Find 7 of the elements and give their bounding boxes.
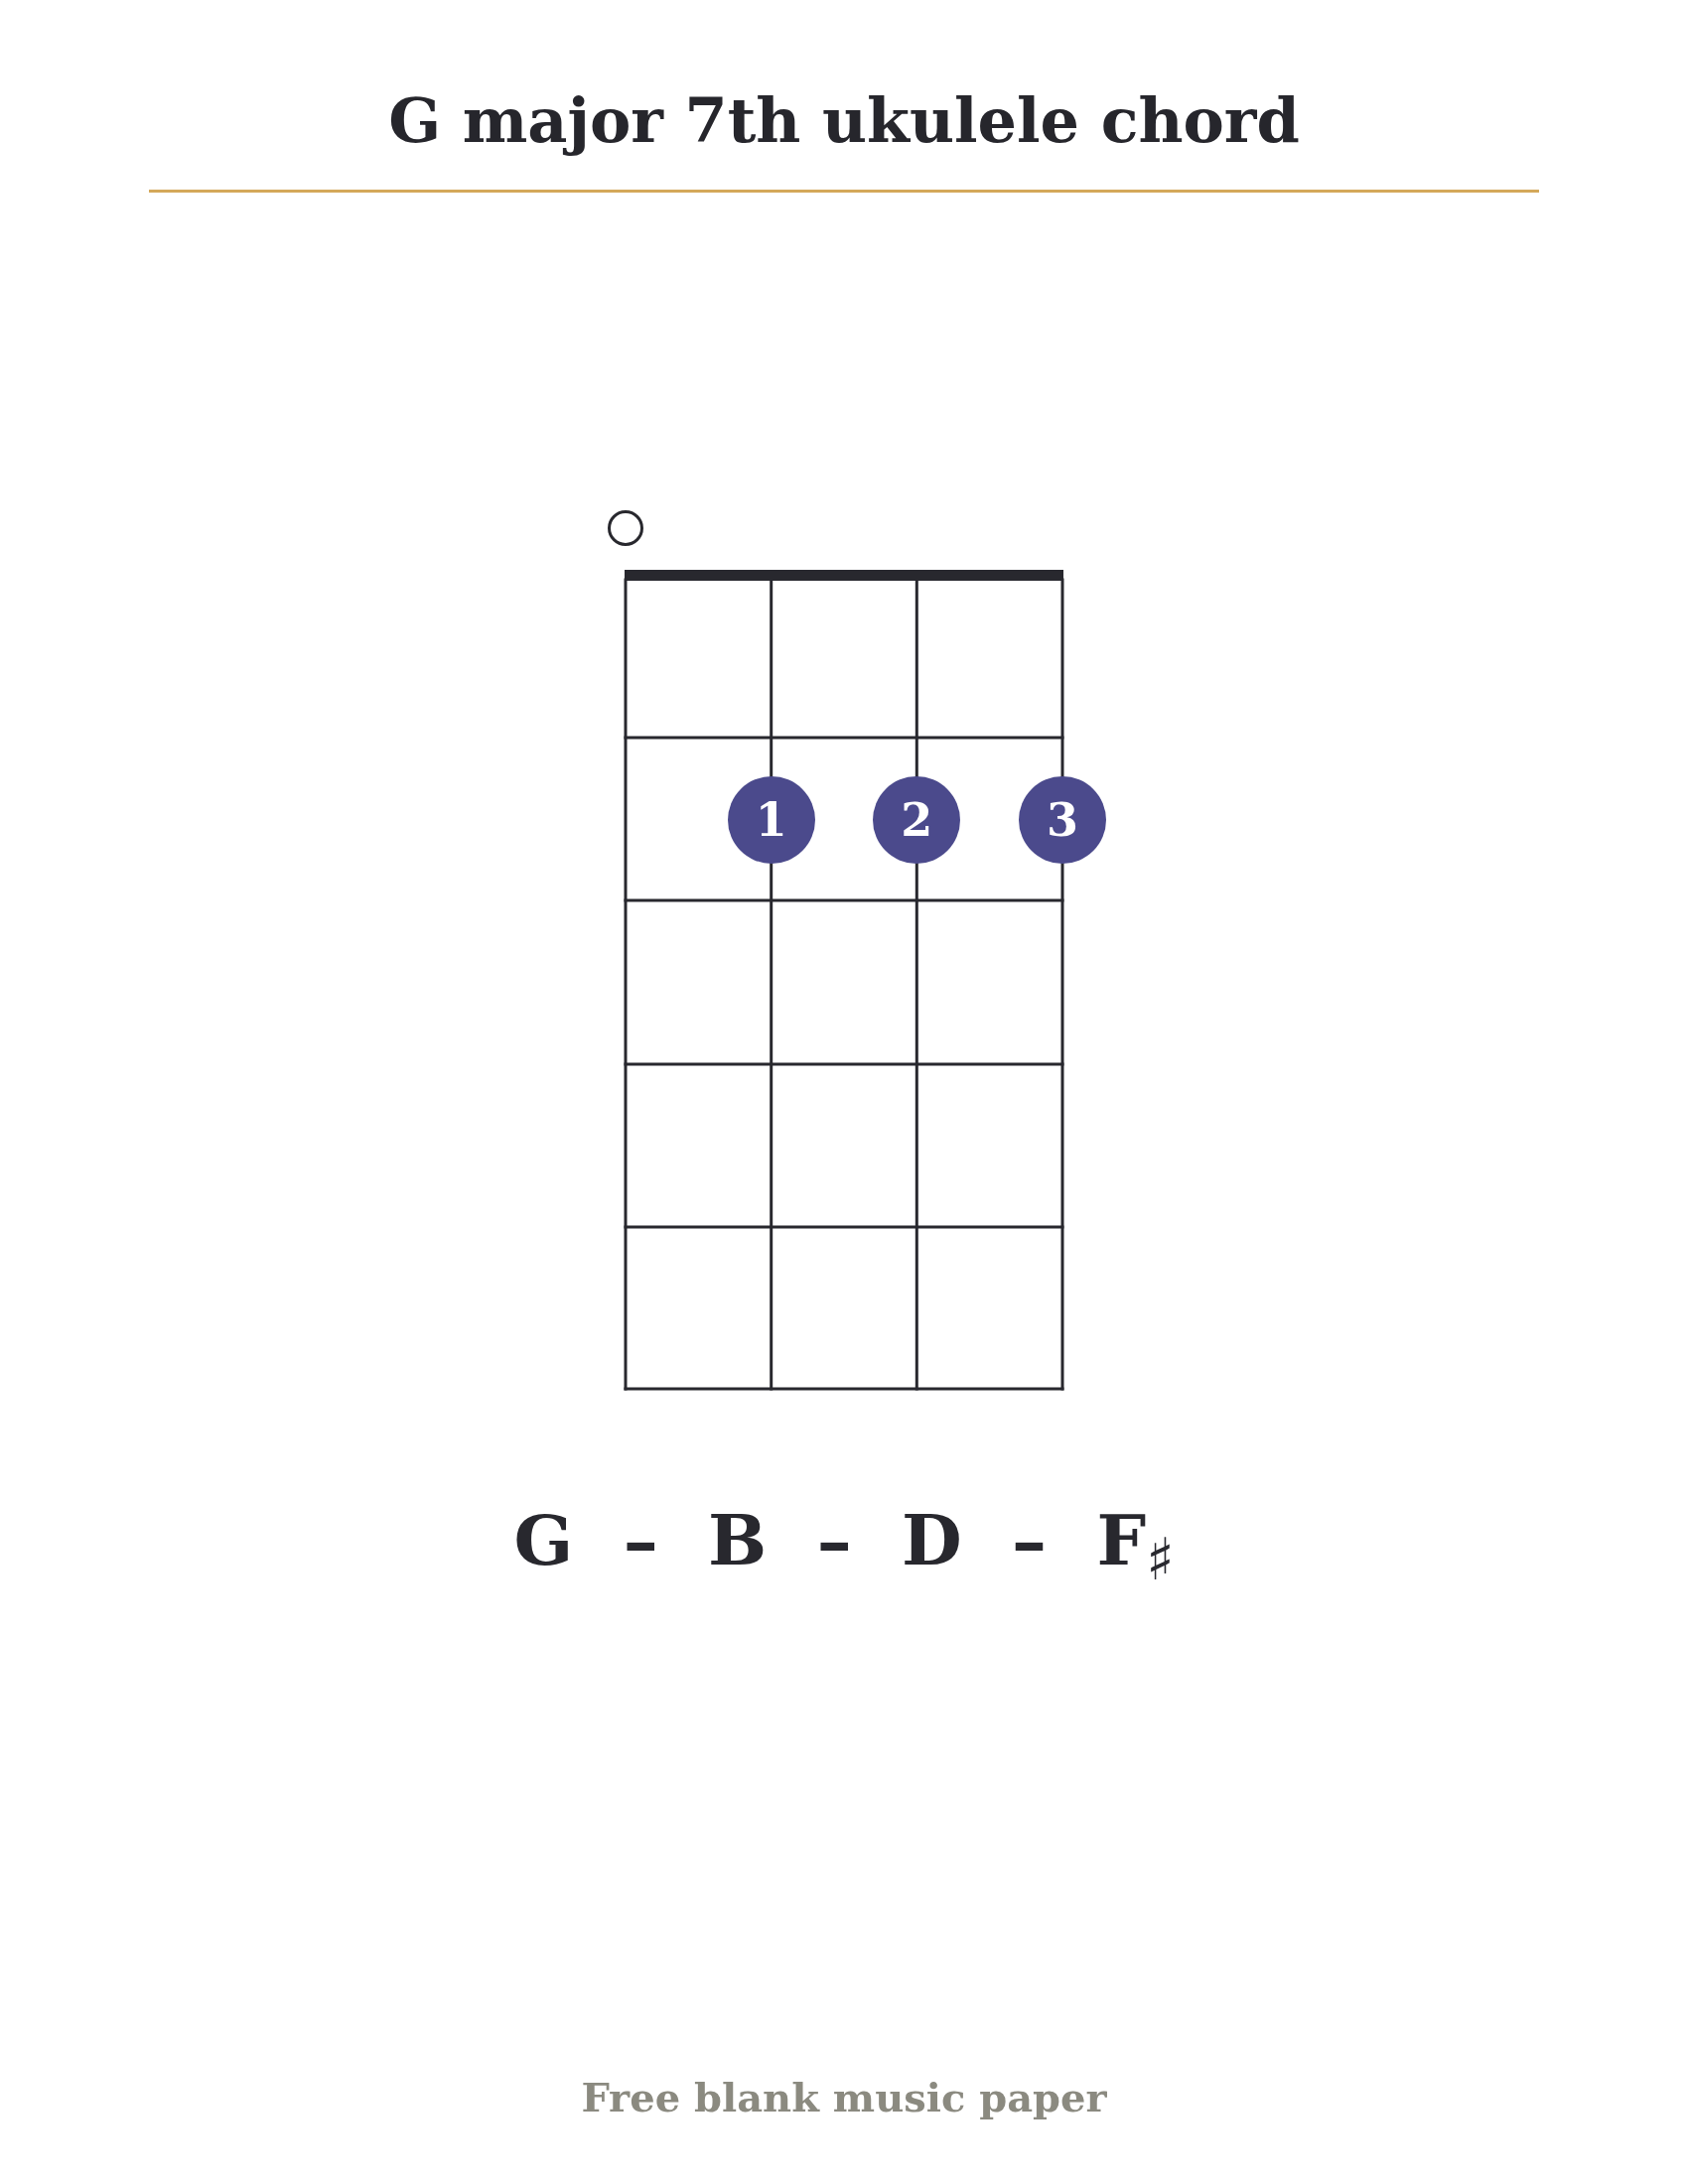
page-title: G major 7th ukulele chord	[388, 87, 1300, 156]
footer-note: Free blank music paper	[581, 2075, 1107, 2120]
finger-dot: 2	[873, 776, 961, 864]
open-circle-icon	[608, 510, 643, 546]
finger-dot: 1	[727, 776, 815, 864]
finger-dot: 3	[1019, 776, 1106, 864]
chord-notes: G – B – D – F$_{♯}$	[513, 1501, 1175, 1593]
